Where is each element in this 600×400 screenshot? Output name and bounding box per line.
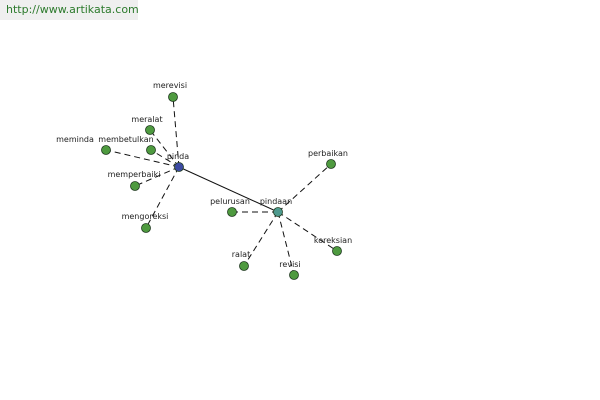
node-label-koreksian: koreksian [314,236,352,245]
node-label-merevisi: merevisi [153,81,187,90]
edge-pinda-merevisi [172,96,180,168]
node-dot-mengoreksi[interactable] [141,223,151,233]
node-dot-koreksian[interactable] [332,246,342,256]
edge-pindaan-revisi [277,211,295,276]
node-label-pinda: pinda [167,152,189,161]
node-dot-ralat[interactable] [239,261,249,271]
node-dot-pinda[interactable] [174,162,184,172]
node-label-revisi: revisi [279,260,300,269]
node-mengoreksi[interactable]: mengoreksi [122,212,169,233]
node-meralat[interactable]: meralat [131,115,163,135]
edge-pinda-pindaan [178,166,279,213]
node-memperbaiki[interactable]: memperbaiki [108,170,161,191]
node-koreksian[interactable]: koreksian [314,236,352,256]
edge-pindaan-koreksian [277,211,338,252]
node-label-meminda: meminda [56,135,94,144]
node-dot-revisi[interactable] [289,270,299,280]
node-dot-merevisi[interactable] [168,92,178,102]
node-merevisi[interactable]: merevisi [153,81,187,102]
edge-pinda-mengoreksi [145,166,180,229]
edge-pindaan-ralat [243,211,279,267]
node-ralat[interactable]: ralat [232,250,250,271]
node-label-pindaan: pindaan [260,197,292,206]
edge-pinda-membetulkan [150,149,180,168]
site-url-link[interactable]: http://www.artikata.com [0,0,139,20]
edge-pinda-memperbaiki [134,166,180,187]
node-dot-pelurusan[interactable] [227,207,237,217]
node-label-membetulkan: membetulkan [98,135,153,144]
node-label-mengoreksi: mengoreksi [122,212,169,221]
node-dot-meralat[interactable] [145,125,155,135]
node-dot-memperbaiki[interactable] [130,181,140,191]
node-pindaan[interactable]: pindaan [260,197,292,217]
nodes-layer: pinda pindaan merevisi meralat meminda membet… [56,81,352,280]
edge-pindaan-perbaikan [277,163,332,213]
node-dot-membetulkan[interactable] [146,145,156,155]
node-pinda[interactable]: pinda [167,152,189,172]
node-dot-meminda[interactable] [101,145,111,155]
node-label-perbaikan: perbaikan [308,149,348,158]
node-revisi[interactable]: revisi [279,260,301,280]
node-dot-pindaan[interactable] [273,207,283,217]
edges-layer [105,96,338,276]
edge-pinda-meralat [149,129,180,168]
node-label-pelurusan: pelurusan [210,197,250,206]
node-pelurusan[interactable]: pelurusan [210,197,250,217]
node-meminda[interactable]: meminda [56,135,111,155]
node-membetulkan[interactable]: membetulkan [98,135,156,155]
node-dot-perbaikan[interactable] [326,159,336,169]
node-label-memperbaiki: memperbaiki [108,170,161,179]
node-label-ralat: ralat [232,250,250,259]
node-perbaikan[interactable]: perbaikan [308,149,348,169]
edge-pinda-meminda [105,149,180,168]
node-label-meralat: meralat [131,115,162,124]
